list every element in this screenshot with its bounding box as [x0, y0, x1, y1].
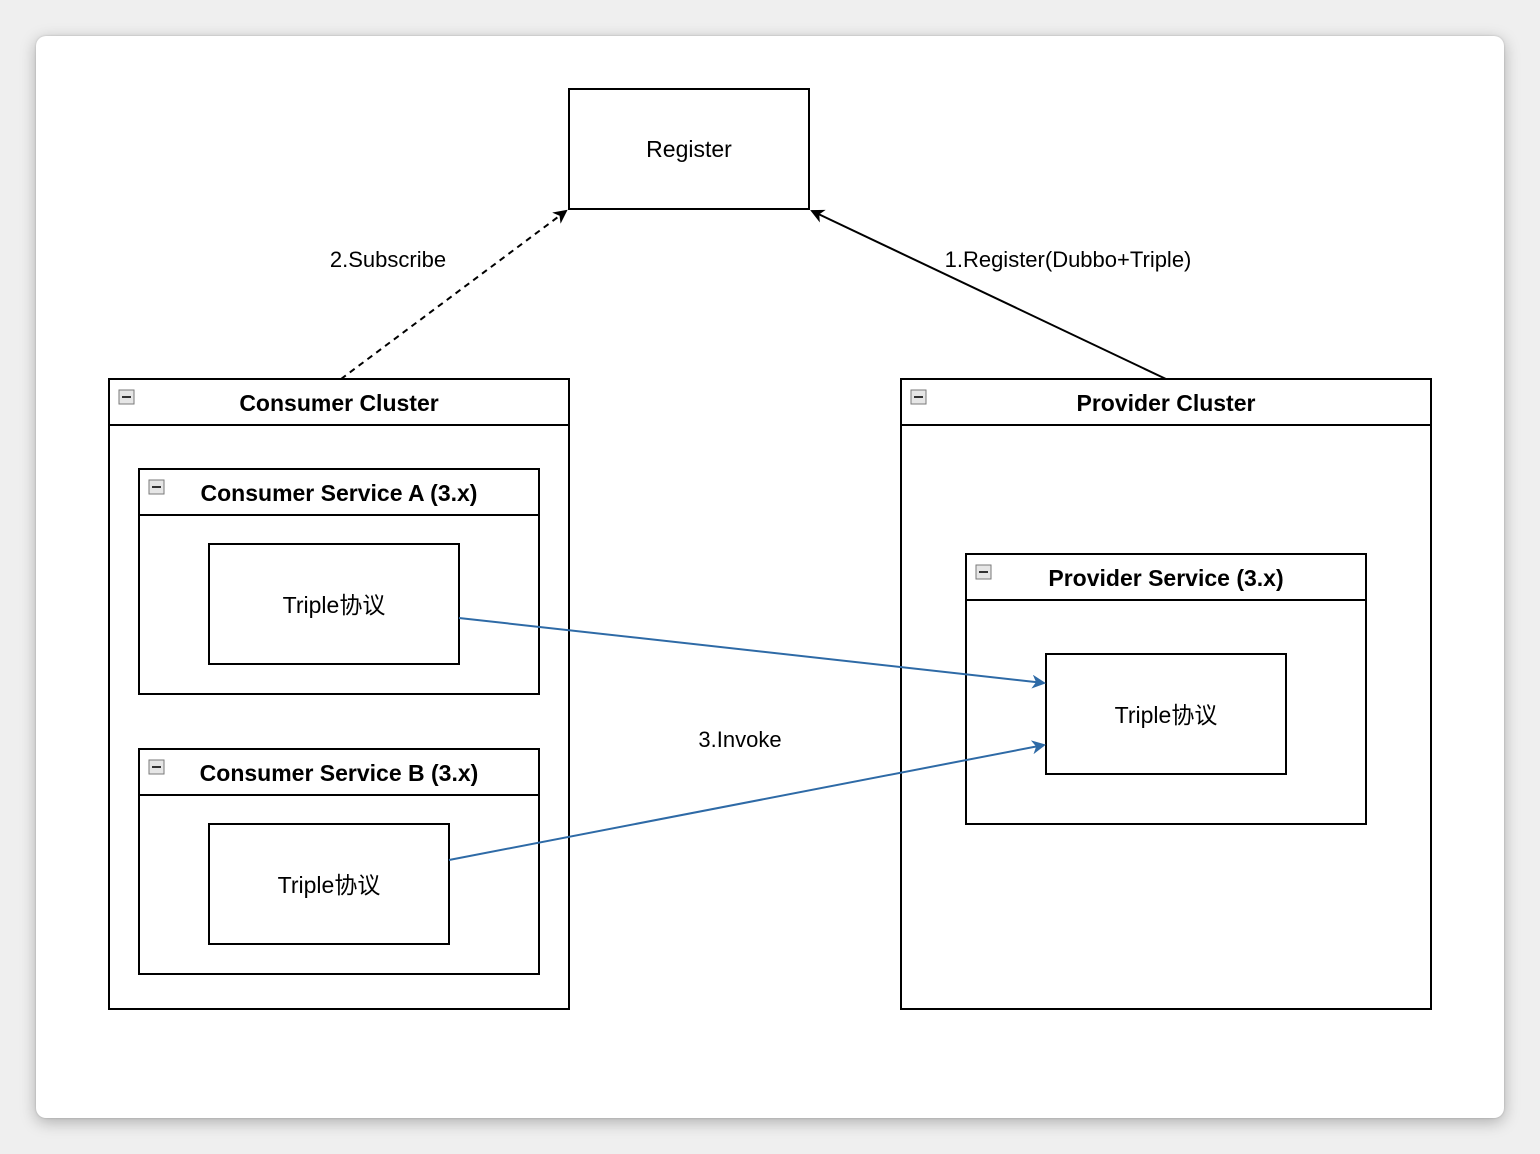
- consumer-b-protocol-node[interactable]: Triple协议: [208, 823, 450, 945]
- consumer-service-a-title: Consumer Service A (3.x): [201, 480, 478, 506]
- register-label: Register: [646, 136, 732, 162]
- subscribe-edge-label: 2.Subscribe: [330, 247, 446, 272]
- register-edge[interactable]: [810, 209, 1167, 380]
- consumer-service-b[interactable]: Consumer Service B (3.x) Triple协议: [138, 748, 540, 975]
- consumer-a-protocol-label: Triple协议: [283, 592, 386, 618]
- register-edge-label: 1.Register(Dubbo+Triple): [945, 247, 1192, 272]
- collapse-icon[interactable]: [910, 389, 927, 405]
- collapse-icon[interactable]: [975, 564, 992, 580]
- provider-protocol-label: Triple协议: [1115, 702, 1218, 728]
- subscribe-edge[interactable]: [340, 209, 568, 380]
- invoke-edge-b[interactable]: [448, 740, 1046, 861]
- provider-service[interactable]: Provider Service (3.x) Triple协议: [965, 553, 1367, 825]
- provider-service-title: Provider Service (3.x): [1048, 565, 1283, 591]
- consumer-b-protocol-label: Triple协议: [278, 872, 381, 898]
- provider-protocol-node[interactable]: Triple协议: [1045, 653, 1287, 775]
- provider-cluster-title: Provider Cluster: [1077, 390, 1256, 416]
- consumer-service-b-title: Consumer Service B (3.x): [200, 760, 479, 786]
- register-node[interactable]: Register: [568, 88, 810, 210]
- invoke-edge-a[interactable]: [458, 617, 1046, 689]
- consumer-a-protocol-node[interactable]: Triple协议: [208, 543, 460, 665]
- collapse-icon[interactable]: [118, 389, 135, 405]
- consumer-service-a[interactable]: Consumer Service A (3.x) Triple协议: [138, 468, 540, 695]
- consumer-cluster-title: Consumer Cluster: [239, 390, 438, 416]
- invoke-edge-label: 3.Invoke: [698, 727, 781, 752]
- collapse-icon[interactable]: [148, 479, 165, 495]
- collapse-icon[interactable]: [148, 759, 165, 775]
